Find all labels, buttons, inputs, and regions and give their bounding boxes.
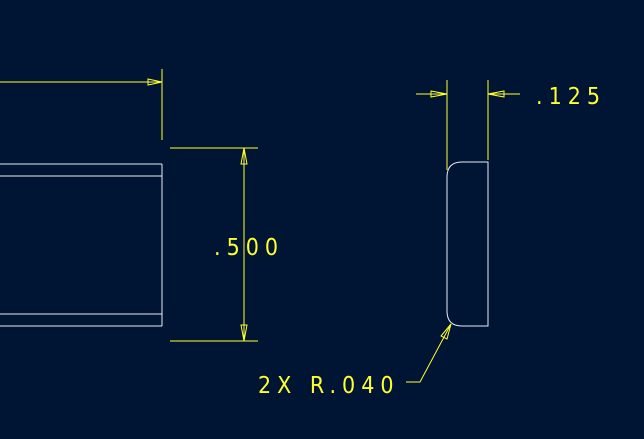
thickness-dimension[interactable] (416, 80, 520, 170)
side-view-part[interactable] (446, 161, 489, 327)
height-dimension[interactable] (170, 147, 258, 342)
thickness-dimension-label[interactable]: .125 (536, 84, 606, 110)
length-dimension[interactable] (0, 69, 163, 140)
height-bottom-arrowhead (240, 324, 248, 342)
radius-dimension-label[interactable]: 2X R.040 (258, 373, 400, 399)
radius-leader-line (406, 323, 452, 383)
radius-leader[interactable] (406, 323, 452, 383)
length-arrowhead (147, 78, 163, 86)
radius-leader-arrowhead (440, 323, 452, 340)
height-dimension-label[interactable]: .500 (214, 235, 284, 261)
thickness-right-arrowhead (487, 90, 505, 98)
height-top-arrowhead (240, 147, 248, 165)
thickness-left-arrowhead (430, 90, 448, 98)
front-view-part[interactable] (0, 163, 163, 327)
